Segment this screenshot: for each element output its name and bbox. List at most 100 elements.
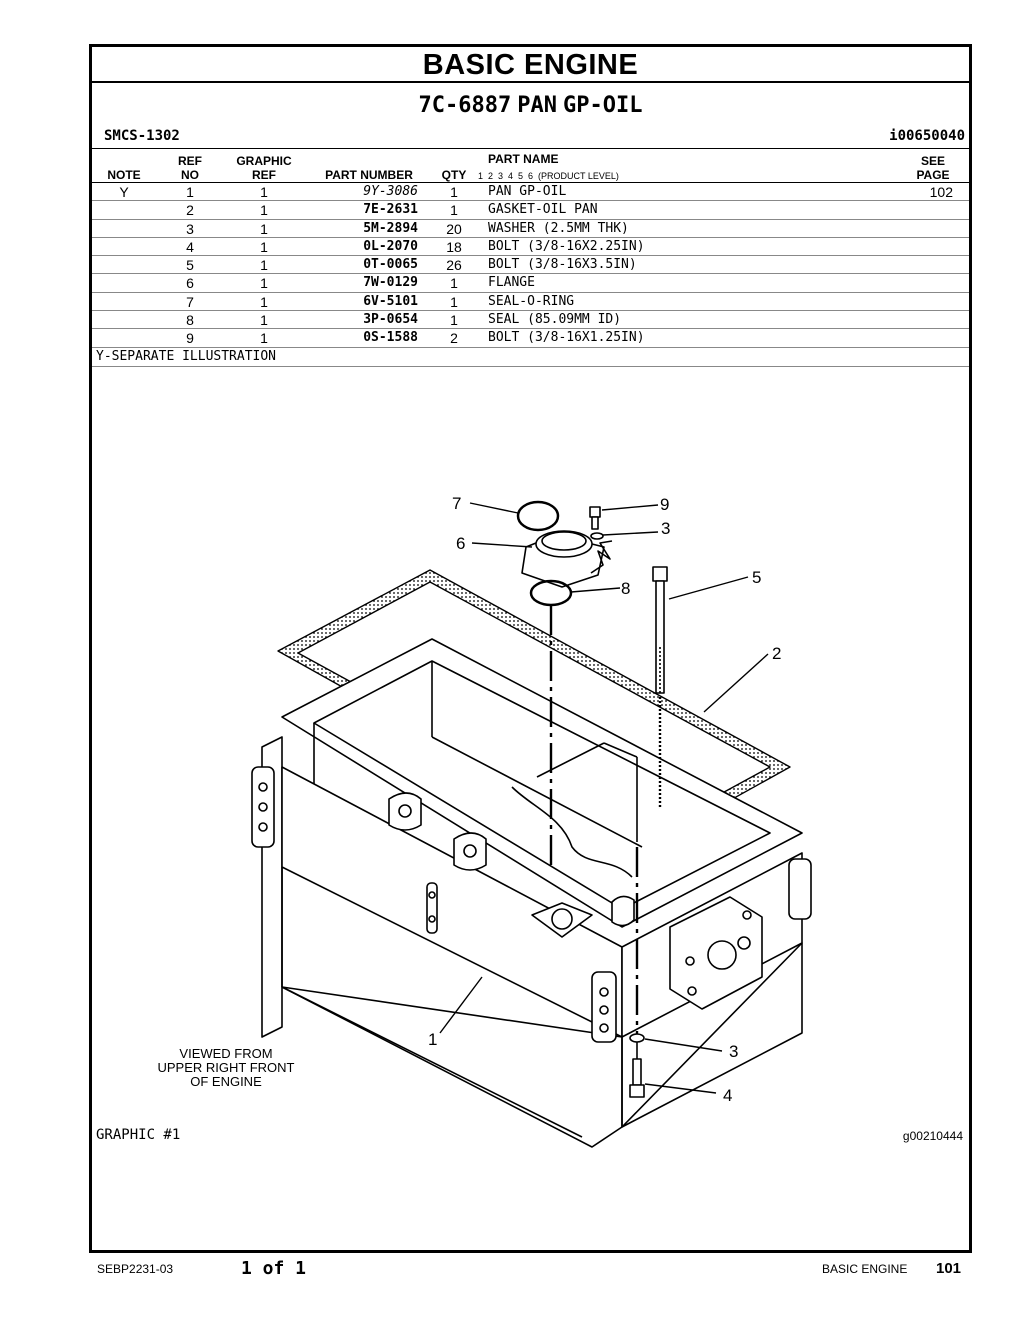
row-graphic-ref: 1 bbox=[260, 257, 268, 274]
row-qty: 20 bbox=[446, 220, 462, 237]
callout-8: 8 bbox=[621, 579, 630, 598]
callout-3-bottom: 3 bbox=[729, 1042, 738, 1061]
row-part-number: 5M-2894 bbox=[363, 220, 418, 236]
callout-9: 9 bbox=[660, 495, 669, 514]
view-note-line-1: VIEWED FROM bbox=[179, 1046, 272, 1061]
row-part-number[interactable]: 9Y-3086 bbox=[363, 184, 418, 199]
table-row: 9 1 0S-1588 2 BOLT (3/8-16X1.25IN) bbox=[92, 329, 969, 348]
view-note: VIEWED FROM UPPER RIGHT FRONT OF ENGINE bbox=[158, 1046, 295, 1089]
long-bolt-part bbox=[652, 566, 668, 694]
section-title: BASIC ENGINE bbox=[92, 47, 969, 83]
table-row: 3 1 5M-2894 20 WASHER (2.5MM THK) bbox=[92, 220, 969, 238]
leader-lines bbox=[439, 502, 769, 1094]
view-note-line-3: OF ENGINE bbox=[190, 1074, 262, 1089]
row-note: Y bbox=[119, 184, 129, 200]
row-see-page[interactable]: 102 bbox=[929, 184, 953, 200]
header-part-name: PART NAME bbox=[488, 152, 559, 166]
callout-6: 6 bbox=[456, 534, 465, 553]
row-graphic-ref: 1 bbox=[260, 184, 268, 200]
pan-rim bbox=[281, 638, 803, 928]
row-ref: 9 bbox=[186, 330, 194, 347]
row-part-name: SEAL (85.09MM ID) bbox=[488, 312, 622, 328]
table-header: NOTE REF NO GRAPHIC REF PART NUMBER QTY … bbox=[92, 149, 969, 183]
row-qty: 1 bbox=[450, 184, 458, 200]
callout-2: 2 bbox=[772, 644, 781, 663]
flange-part bbox=[521, 530, 613, 588]
pan-body bbox=[251, 736, 812, 1148]
callout-7: 7 bbox=[452, 494, 461, 513]
row-ref: 8 bbox=[186, 312, 194, 329]
part-group-number: 7C-6887 bbox=[418, 93, 512, 118]
graphic-label: GRAPHIC #1 bbox=[96, 1127, 181, 1143]
row-qty: 18 bbox=[446, 238, 462, 255]
header-see-bottom: PAGE bbox=[916, 168, 950, 182]
header-part-number: PART NUMBER bbox=[325, 168, 413, 182]
parts-table: NOTE REF NO GRAPHIC REF PART NUMBER QTY … bbox=[92, 148, 969, 367]
row-part-name: BOLT (3/8-16X3.5IN) bbox=[488, 257, 637, 273]
row-part-number: 7E-2631 bbox=[363, 202, 418, 218]
row-graphic-ref: 1 bbox=[260, 220, 268, 237]
row-qty: 1 bbox=[450, 293, 458, 310]
table-row: 7 1 6V-5101 1 SEAL-O-RING bbox=[92, 293, 969, 312]
row-part-name: WASHER (2.5MM THK) bbox=[488, 220, 629, 236]
footer-page-number: 101 bbox=[936, 1260, 962, 1277]
smcs-code: SMCS-1302 bbox=[104, 128, 180, 144]
graphic-id: g00210444 bbox=[902, 1129, 963, 1143]
oil-pan-illustration: 7 6 9 3 8 5 2 1 3 4 VIEWED FROM UPPER RI… bbox=[158, 494, 812, 1148]
row-qty: 2 bbox=[450, 330, 458, 347]
table-row: 4 1 0L-2070 18 BOLT (3/8-16X2.25IN) bbox=[92, 238, 969, 257]
row-part-name: BOLT (3/8-16X1.25IN) bbox=[488, 330, 645, 346]
callout-3-top: 3 bbox=[661, 519, 670, 538]
table-row: 2 1 7E-2631 1 GASKET-OIL PAN bbox=[92, 201, 969, 220]
header-graphic-bottom: REF bbox=[252, 168, 276, 182]
table-row: 5 1 0T-0065 26 BOLT (3/8-16X3.5IN) bbox=[92, 256, 969, 275]
row-qty: 1 bbox=[450, 312, 458, 329]
seal-ring bbox=[529, 579, 573, 607]
callout-1: 1 bbox=[428, 1030, 437, 1049]
row-part-number: 3P-0654 bbox=[363, 312, 418, 328]
row-ref: 3 bbox=[186, 220, 194, 237]
header-product-levels: 1 2 3 4 5 6 (PRODUCT LEVEL) bbox=[478, 171, 619, 181]
callout-5: 5 bbox=[752, 568, 761, 587]
part-group-name-2: GP-OIL bbox=[562, 93, 643, 118]
row-part-name: GASKET-OIL PAN bbox=[488, 202, 598, 218]
header-note: NOTE bbox=[107, 168, 141, 182]
row-part-name: SEAL-O-RING bbox=[488, 293, 575, 309]
o-ring-seal bbox=[516, 500, 560, 532]
row-part-name: PAN GP-OIL bbox=[488, 184, 567, 199]
table-row: 8 1 3P-0654 1 SEAL (85.09MM ID) bbox=[92, 311, 969, 330]
illustration-id: i00650040 bbox=[889, 128, 965, 144]
header-see-top: SEE bbox=[920, 154, 945, 168]
row-part-number: 7W-0129 bbox=[363, 275, 418, 291]
row-part-name: FLANGE bbox=[488, 275, 535, 291]
row-graphic-ref: 1 bbox=[260, 238, 268, 255]
bottom-bolt-part bbox=[629, 1033, 645, 1098]
row-graphic-ref: 1 bbox=[260, 202, 268, 219]
view-note-line-2: UPPER RIGHT FRONT bbox=[158, 1060, 295, 1075]
small-bolt-part bbox=[589, 506, 604, 540]
row-ref: 6 bbox=[186, 275, 194, 292]
row-graphic-ref: 1 bbox=[260, 330, 268, 347]
header-graphic-top: GRAPHIC bbox=[236, 154, 292, 168]
row-ref: 4 bbox=[186, 238, 194, 255]
row-part-number: 6V-5101 bbox=[363, 293, 418, 309]
table-row: 6 1 7W-0129 1 FLANGE bbox=[92, 274, 969, 293]
part-group-name-1: PAN bbox=[517, 93, 557, 118]
header-ref-top: REF bbox=[178, 154, 202, 168]
row-part-number: 0L-2070 bbox=[363, 238, 418, 254]
row-graphic-ref: 1 bbox=[260, 293, 268, 310]
header-qty: QTY bbox=[441, 168, 467, 182]
footer-doc-number: SEBP2231-03 bbox=[97, 1262, 174, 1276]
row-ref: 7 bbox=[186, 293, 194, 310]
row-graphic-ref: 1 bbox=[260, 275, 268, 292]
row-graphic-ref: 1 bbox=[260, 312, 268, 329]
row-ref: 5 bbox=[186, 257, 194, 274]
table-footnote: Y-SEPARATE ILLUSTRATION bbox=[92, 348, 969, 367]
footer-section: BASIC ENGINE bbox=[822, 1262, 908, 1276]
header-ref-bottom: NO bbox=[181, 168, 199, 182]
footer-page-of: 1 of 1 bbox=[241, 1258, 307, 1279]
row-qty: 26 bbox=[446, 257, 462, 274]
row-ref: 1 bbox=[186, 184, 194, 200]
